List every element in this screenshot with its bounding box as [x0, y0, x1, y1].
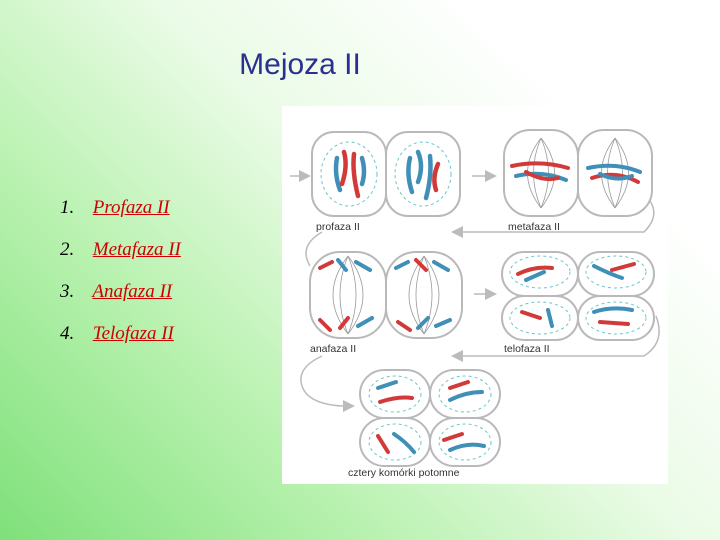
prophase-cells [311, 131, 461, 217]
list-item: 2. Metafaza II [60, 238, 181, 280]
item-number: 4. [60, 323, 75, 344]
metaphase-cells [503, 129, 653, 217]
slide-title: Mejoza II [239, 48, 361, 81]
label-telophase: telofaza II [504, 343, 550, 355]
list-item: 4. Telofaza II [60, 322, 181, 364]
meiosis-illustration: profaza II metafaza II [290, 129, 660, 479]
list-item: 3. Anafaza II [60, 280, 181, 322]
list-item: 1. Profaza II [60, 196, 181, 238]
telophase-cells [501, 251, 655, 341]
link-anafaza[interactable]: Anafaza II [92, 281, 173, 302]
anaphase-cells [309, 251, 463, 339]
flow-arrows [290, 170, 660, 412]
link-telofaza[interactable]: Telofaza II [92, 323, 174, 344]
phase-list: 1. Profaza II 2. Metafaza II 3. Anafaza … [60, 196, 181, 364]
link-profaza[interactable]: Profaza II [92, 197, 170, 218]
meiosis-figure: profaza II metafaza II [282, 106, 668, 484]
label-prophase: profaza II [316, 221, 360, 233]
label-metaphase: metafaza II [508, 221, 560, 233]
link-metafaza[interactable]: Metafaza II [92, 239, 181, 260]
daughter-cells [359, 369, 501, 467]
item-number: 1. [60, 197, 75, 218]
item-number: 3. [60, 281, 75, 302]
label-anaphase: anafaza II [310, 343, 356, 355]
item-number: 2. [60, 239, 75, 260]
label-daughter-cells: cztery komórki potomne [348, 467, 460, 479]
